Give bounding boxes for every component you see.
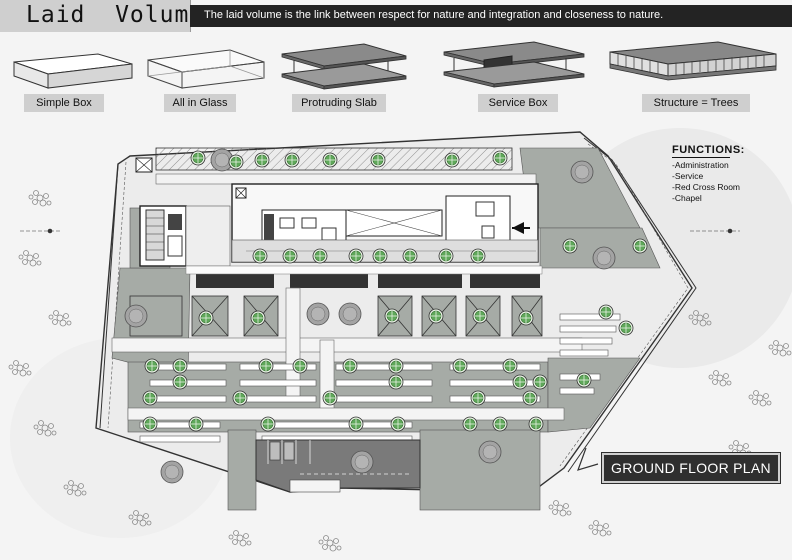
section-marker <box>20 228 740 234</box>
glass-box-icon <box>147 49 265 89</box>
page-subtitle: The laid volume is the link between resp… <box>204 9 664 21</box>
functions-item: -Chapel <box>672 193 702 203</box>
concept-structure-trees <box>606 36 782 92</box>
ground-floor-plan <box>8 128 792 552</box>
plan-title-box: GROUND FLOOR PLAN <box>602 453 780 483</box>
subtitle-bar: The laid volume is the link between resp… <box>190 5 792 27</box>
service-box-icon <box>443 41 585 88</box>
slab-icon <box>281 43 407 90</box>
concept-label-protruding-slab: Protruding Slab <box>292 94 386 112</box>
functions-item: -Administration <box>672 160 729 170</box>
functions-item: -Service <box>672 171 704 181</box>
functions-underline <box>672 157 730 158</box>
concept-label-simple-box: Simple Box <box>24 94 104 112</box>
concept-all-in-glass <box>144 36 274 92</box>
structure-icon <box>609 41 777 81</box>
simple-box-icon <box>13 53 133 89</box>
concept-service-box <box>440 36 590 92</box>
concept-label-service-box: Service Box <box>478 94 558 112</box>
plan-title: GROUND FLOOR PLAN <box>611 460 771 476</box>
concept-simple-box <box>8 36 138 92</box>
functions-item: -Red Cross Room <box>672 182 741 192</box>
concept-protruding-slab <box>278 36 412 92</box>
functions-legend: FUNCTIONS: -Administration -Service -Red… <box>672 144 782 204</box>
concept-label-all-in-glass: All in Glass <box>164 94 236 112</box>
concept-label-structure-trees: Structure = Trees <box>642 94 750 112</box>
functions-heading: FUNCTIONS: <box>672 144 745 156</box>
title-block: Laid Volume: <box>0 0 218 32</box>
